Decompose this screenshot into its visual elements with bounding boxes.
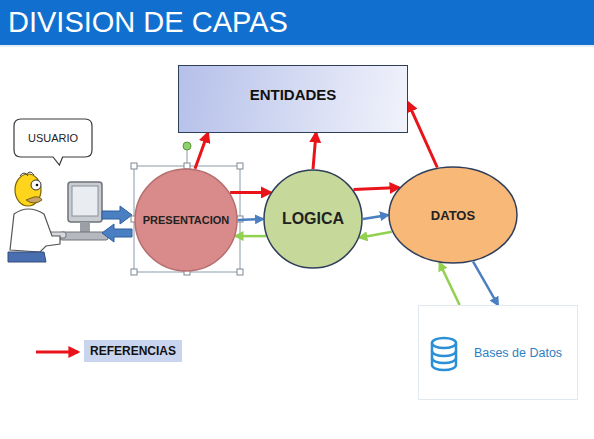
node-label: Bases de Datos [474,346,562,360]
reference-arrow [230,191,271,194]
layer-circle: PRESENTACION [134,168,238,272]
flow-arrow [238,219,263,220]
node-label: DATOS [431,208,475,223]
node-label: USUARIO [28,132,78,144]
node-text-group: Bases de Datos [474,346,562,360]
layer-circle: LOGICA [263,169,363,269]
node-label: PRESENTACION [143,214,230,226]
entity-box: ENTIDADES [178,65,408,133]
legend-box: REFERENCIAS [84,340,182,362]
node-label: ENTIDADES [250,86,337,103]
flow-arrow [236,235,267,238]
node-text-group: USUARIO [28,132,78,144]
layer-circle: DATOS [388,166,518,264]
node-text-group: LOGICA [282,210,344,228]
user-figure [8,172,108,262]
legend-label: REFERENCIAS [90,344,176,358]
title-rule [0,46,594,47]
flow-arrow [440,263,460,305]
flow-arrow [363,215,388,219]
node-text-group: ENTIDADES [250,86,337,103]
node-text-group: DATOS [431,208,475,223]
node-label: LOGICA [282,210,344,228]
output-arrow [102,224,132,242]
reference-arrow [195,133,208,169]
flow-arrow [473,262,498,305]
database-icon [429,336,459,372]
legend-sample [36,351,78,354]
reference-arrow [354,188,400,190]
flow-arrow [359,232,392,238]
input-arrow [102,206,132,224]
node-text-group: PRESENTACION [143,214,230,226]
user-callout: USUARIO [13,118,93,158]
database-box: Bases de Datos [418,305,578,400]
selection-handles [131,142,243,275]
title: DIVISION DE CAPAS [8,5,288,39]
reference-arrow [408,102,437,167]
reference-arrow [313,133,316,169]
